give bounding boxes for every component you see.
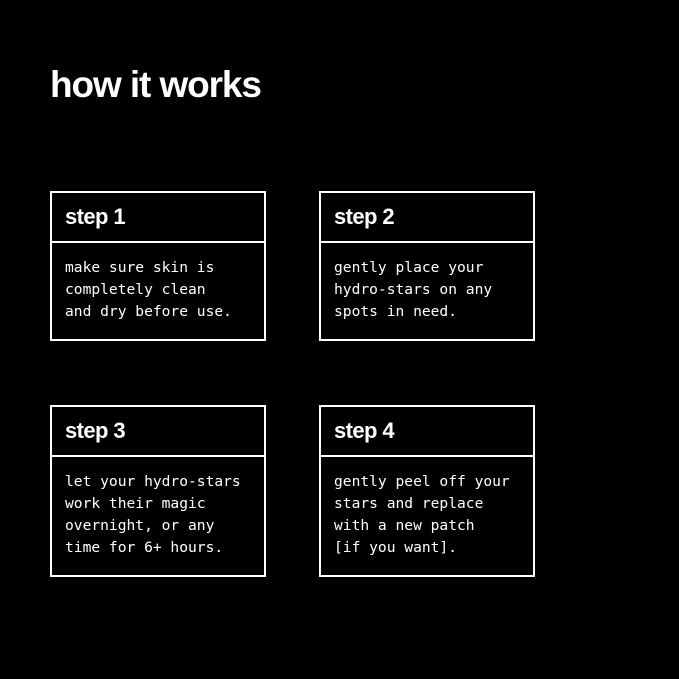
step-card-4-header-label: step 4 (334, 418, 395, 443)
step-card-1-header: step 1 (52, 193, 264, 243)
step-card-3-body-line: work their magic (65, 495, 206, 512)
step-card-1: step 1 make sure skin is completely clea… (50, 191, 266, 341)
step-card-4-body-line: with a new patch (334, 517, 475, 534)
step-card-3: step 3 let your hydro-stars work their m… (50, 405, 266, 577)
step-card-1-header-label: step 1 (65, 204, 126, 229)
step-card-1-body-line: and dry before use. (65, 303, 232, 320)
step-card-2: step 2 gently place your hydro-stars on … (319, 191, 535, 341)
step-card-2-header-label: step 2 (334, 204, 395, 229)
step-card-4-header: step 4 (321, 407, 533, 457)
step-card-3-body-line: time for 6+ hours. (65, 539, 224, 556)
step-card-4-body-line: [if you want]. (334, 539, 458, 556)
step-card-4-body-line: stars and replace (334, 495, 484, 512)
step-card-4-body: gently peel off your stars and replace w… (321, 457, 533, 575)
step-card-2-body-line: gently place your (334, 259, 484, 276)
page-title: how it works (50, 64, 262, 105)
step-card-1-body-line: completely clean (65, 281, 206, 298)
step-card-2-body: gently place your hydro-stars on any spo… (321, 243, 533, 339)
step-card-2-body-line: spots in need. (334, 303, 458, 320)
step-card-3-body-line: overnight, or any (65, 517, 215, 534)
step-card-4: step 4 gently peel off your stars and re… (319, 405, 535, 577)
step-card-1-body: make sure skin is completely clean and d… (52, 243, 264, 339)
step-card-3-header-label: step 3 (65, 418, 126, 443)
step-card-4-body-line: gently peel off your (334, 473, 510, 490)
step-card-3-header: step 3 (52, 407, 264, 457)
step-card-3-body-line: let your hydro-stars (65, 473, 241, 490)
step-card-2-body-line: hydro-stars on any (334, 281, 493, 298)
step-card-3-body: let your hydro-stars work their magic ov… (52, 457, 264, 575)
step-card-2-header: step 2 (321, 193, 533, 243)
step-card-1-body-line: make sure skin is (65, 259, 215, 276)
